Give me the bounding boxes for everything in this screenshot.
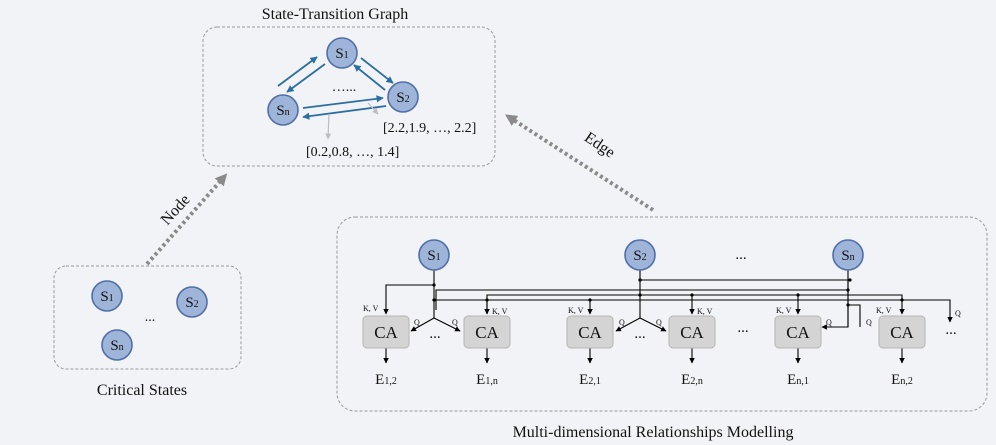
kv-label-4: K, V xyxy=(697,307,713,316)
kv-label-2: K, V xyxy=(492,307,508,316)
wire-q-split-right-2 xyxy=(639,317,667,332)
svg-text:S2: S2 xyxy=(633,248,646,264)
ca-ellipsis-1: ... xyxy=(429,326,440,342)
output-en1: En,1 xyxy=(787,372,809,388)
wire-sn-right xyxy=(848,304,861,327)
edge-feature-vector-a: [2.2,1.9, …, 2.2] xyxy=(383,121,476,136)
svg-text:Sn: Sn xyxy=(841,248,854,264)
modelling-panel-border xyxy=(336,216,988,412)
critical-node-s2: S2 xyxy=(176,286,208,318)
output-en2: En,2 xyxy=(891,372,913,388)
transition-s2-to-s1 xyxy=(353,64,386,91)
edge-arrow-label: Edge xyxy=(581,129,618,161)
edge-connector-arrow xyxy=(504,114,655,212)
modelling-node-sn: Sn xyxy=(832,239,864,271)
output-e2n: E2,n xyxy=(681,372,703,388)
wire-s2-left xyxy=(486,280,641,314)
transition-s2-to-sn xyxy=(302,105,387,120)
ca-block-6: CA xyxy=(878,315,926,349)
kv-label-6: K, V xyxy=(876,306,892,315)
node-arrow-label: Node xyxy=(158,191,194,228)
wire-q-split-right xyxy=(433,317,461,332)
modelling-panel: Multi-dimensional Relationships Modellin… xyxy=(336,216,988,441)
transition-s1-to-s2 xyxy=(360,57,394,84)
wire-s2-right xyxy=(640,294,905,315)
svg-text:Sn: Sn xyxy=(276,103,289,119)
svg-text:CA: CA xyxy=(578,323,602,342)
ca-ellipsis-2: ... xyxy=(634,326,645,342)
graph-title: State-Transition Graph xyxy=(262,6,409,23)
wire-junctions xyxy=(432,278,904,307)
graph-ellipsis: …... xyxy=(332,80,357,95)
q-label-4: Q xyxy=(656,318,662,327)
graph-node-s1: S1 xyxy=(326,37,358,69)
ca-block-4: CA xyxy=(668,315,716,349)
svg-text:S1: S1 xyxy=(427,248,440,264)
svg-text:S2: S2 xyxy=(396,90,409,106)
transition-sn-to-s2 xyxy=(302,95,384,109)
critical-states-title: Critical States xyxy=(97,382,187,399)
modelling-node-s2: S2 xyxy=(624,239,656,271)
ca-block-5: CA xyxy=(774,315,822,349)
ca-ellipsis-4: ... xyxy=(945,322,956,338)
critical-ellipsis: ... xyxy=(145,310,156,325)
ca-block-3: CA xyxy=(566,315,614,349)
q-label-7: Q xyxy=(955,309,961,318)
top-nodes-ellipsis: ... xyxy=(735,247,746,263)
graph-node-s2: S2 xyxy=(387,81,419,113)
q-label-5: Q xyxy=(826,318,832,327)
wire-sn-to-ca6 xyxy=(821,290,849,330)
graph-panel-border xyxy=(202,26,496,167)
q-label-2: Q xyxy=(452,318,458,327)
edge-feature-arrow-a xyxy=(367,102,379,115)
svg-text:S1: S1 xyxy=(335,46,348,62)
q-label-3: Q xyxy=(619,318,625,327)
wire-q-split-left xyxy=(410,317,435,332)
svg-text:S1: S1 xyxy=(100,289,113,305)
critical-panel-border xyxy=(53,265,242,370)
svg-text:Sn: Sn xyxy=(110,338,123,354)
svg-text:CA: CA xyxy=(786,323,810,342)
ca-block-1: CA xyxy=(362,315,410,349)
edge-feature-arrow-b xyxy=(325,113,332,140)
edge-feature-vector-b: [0.2,0.8, …, 1.4] xyxy=(306,145,399,160)
modelling-node-s1: S1 xyxy=(418,239,450,271)
wire-sn-trunk xyxy=(435,270,849,310)
output-e12: E1,2 xyxy=(375,372,397,388)
ca-block-2: CA xyxy=(463,315,511,349)
svg-text:CA: CA xyxy=(680,323,704,342)
kv-label-3: K, V xyxy=(568,306,584,315)
critical-node-s1: S1 xyxy=(91,280,123,312)
svg-text:S2: S2 xyxy=(185,295,198,311)
output-e1n: E1,n xyxy=(476,372,498,388)
svg-text:CA: CA xyxy=(475,323,499,342)
kv-label-1: K, V xyxy=(363,304,379,313)
transition-s1-to-sn xyxy=(286,63,326,93)
critical-states-panel: S1 S2 Sn ... Critical States xyxy=(53,265,242,399)
svg-text:CA: CA xyxy=(890,323,914,342)
modelling-title: Multi-dimensional Relationships Modellin… xyxy=(513,424,794,441)
port-labels: K, V K, V K, V K, V K, V K, V Q Q Q Q Q … xyxy=(363,304,961,327)
q-label-6: Q xyxy=(866,318,872,327)
svg-text:CA: CA xyxy=(374,323,398,342)
transition-sn-to-s1 xyxy=(277,56,318,87)
output-e21: E2,1 xyxy=(579,372,601,388)
critical-node-sn: Sn xyxy=(101,329,133,361)
kv-label-5: K, V xyxy=(776,306,792,315)
q-label-1: Q xyxy=(414,318,420,327)
state-transition-graph-panel: State-Transition Graph S1 S2 Sn …... [2.… xyxy=(202,6,496,167)
graph-node-sn: Sn xyxy=(267,94,299,126)
wire-s1-trunk xyxy=(383,270,435,315)
ca-ellipsis-3: ... xyxy=(737,320,748,336)
wire-q-split-left-2 xyxy=(615,317,641,332)
node-connector-arrow xyxy=(145,173,228,266)
